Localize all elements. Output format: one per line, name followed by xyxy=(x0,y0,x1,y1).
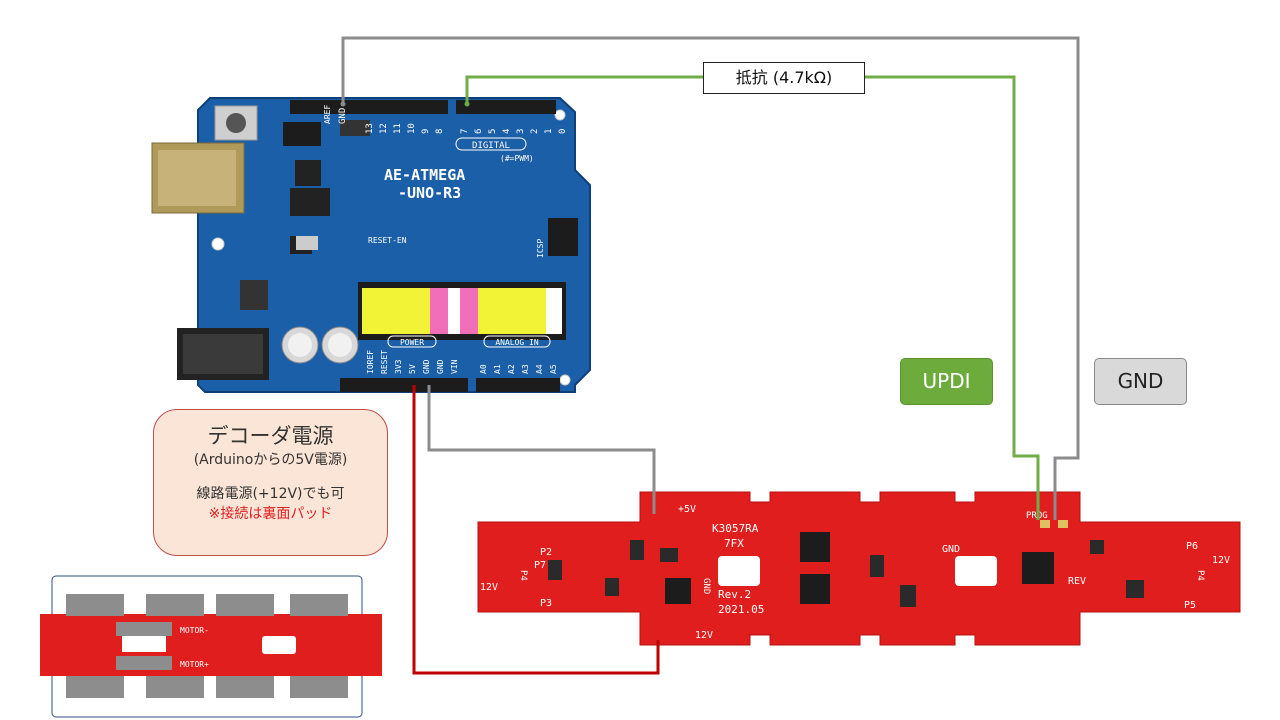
power-note-subtitle: (Arduinoからの5V電源) xyxy=(193,452,348,468)
pin-label-aref: AREF xyxy=(323,105,332,124)
decoder-p5-label: P5 xyxy=(1184,600,1196,611)
pin-label-a1: A1 xyxy=(493,364,502,374)
green-wire-updi xyxy=(465,75,1040,520)
gray-wire-gnd-to-decoder xyxy=(427,385,656,514)
pin-label-9: 9 xyxy=(421,129,431,134)
pin-label-10: 10 xyxy=(407,123,417,134)
pin-label-gnd-1: GND xyxy=(422,359,431,374)
decoder-p3-label: P3 xyxy=(540,598,552,609)
header-bottom-power xyxy=(340,378,468,392)
pin-label-0: 0 xyxy=(558,129,568,134)
pin-label-vin: VIN xyxy=(450,359,459,374)
arduino-board: GND AREF 13 12 11 10 9 8 7 6 5 4 3 2 1 0… xyxy=(151,97,591,393)
pin-label-6: 6 xyxy=(474,129,484,134)
red-wire-5v-power xyxy=(412,385,660,675)
decoder-model-label: K3057RA xyxy=(712,522,759,535)
power-note-line1: 線路電源(+12V)でも可 xyxy=(196,486,345,502)
decoder-gnd-label: GND xyxy=(942,544,960,555)
motor-plus-label: MOTOR+ xyxy=(180,660,209,669)
analog-in-label: ANALOG IN xyxy=(495,338,539,347)
power-note-warning: ※接続は裏面パッド xyxy=(208,506,333,522)
decoder-power-note: デコーダ電源 (Arduinoからの5V電源) 線路電源(+12V)でも可 ※接… xyxy=(153,409,388,556)
pin-label-7: 7 xyxy=(460,129,470,134)
decoder-p2-label: P2 xyxy=(540,547,552,558)
power-note-title: デコーダ電源 xyxy=(207,424,334,448)
pin-label-4: 4 xyxy=(502,129,512,134)
decoder-p4-right-label: P4 xyxy=(1195,570,1205,581)
bottom-pin-labels: IOREF RESET 3V3 5V GND GND VIN A0 A1 A2 … xyxy=(366,350,558,374)
digital-label: DIGITAL xyxy=(472,141,510,151)
decoder-p4-left-label: P4 xyxy=(518,570,528,581)
board-name-line1: AE-ATMEGA xyxy=(384,166,465,184)
pin-label-ioref: IOREF xyxy=(366,350,375,374)
decoder-date-label: 2021.05 xyxy=(718,603,764,616)
decoder-5v-label: +5V xyxy=(678,504,696,515)
resistor-label: 抵抗 (4.7kΩ) xyxy=(703,62,865,94)
pin-label-gnd-top: GND xyxy=(338,108,348,124)
board-name-line2: -UNO-R3 xyxy=(398,184,461,202)
pin-label-a0: A0 xyxy=(479,364,488,374)
pin-label-reset: RESET xyxy=(380,350,389,374)
pin-label-1: 1 xyxy=(544,129,554,134)
pin-label-5v: 5V xyxy=(408,364,417,374)
decoder-p7-label: P7 xyxy=(534,560,546,571)
pin-label-gnd-2: GND xyxy=(436,359,445,374)
pin-label-12: 12 xyxy=(379,123,389,134)
pwm-label: (#=PWM) xyxy=(500,154,534,163)
decoder-variant-label: 7FX xyxy=(724,537,744,550)
pin-label-a5: A5 xyxy=(549,364,558,374)
pin-label-11: 11 xyxy=(393,123,403,134)
decoder-rev-label: Rev.2 xyxy=(718,588,751,601)
decoder-rev-pad-label: REV xyxy=(1068,576,1086,587)
icsp-label: ICSP xyxy=(536,239,545,258)
pin-label-a2: A2 xyxy=(507,364,516,374)
header-top-left xyxy=(290,100,448,114)
top-pin-labels: 13 12 11 10 9 8 7 6 5 4 3 2 1 0 xyxy=(365,123,568,134)
motor-minus-label: MOTOR- xyxy=(180,626,209,635)
updi-label: UPDI xyxy=(900,358,993,405)
decoder-12v-right-label: 12V xyxy=(1212,555,1230,566)
pin-label-3: 3 xyxy=(516,129,526,134)
reset-en-label: RESET-EN xyxy=(368,236,407,245)
decoder-12v-left-label: 12V xyxy=(480,582,498,593)
header-top-right xyxy=(456,100,556,114)
decoder-gnd-label-left: GND xyxy=(701,578,711,594)
pin-label-a3: A3 xyxy=(521,364,530,374)
decoder-pcb: +5V K3057RA 7FX Rev.2 2021.05 GND 12V GN… xyxy=(477,491,1241,646)
pin-label-3v3: 3V3 xyxy=(394,359,403,374)
pin-label-2: 2 xyxy=(530,129,540,134)
back-pads-photo: MOTOR- MOTOR+ xyxy=(40,575,382,718)
icsp-header xyxy=(548,218,578,256)
gnd-label: GND xyxy=(1094,358,1187,405)
pin-label-13: 13 xyxy=(365,123,375,134)
decoder-12v-label: 12V xyxy=(695,630,713,641)
pin-label-8: 8 xyxy=(435,129,445,134)
gray-wire-gnd-to-prog xyxy=(341,36,1080,520)
power-label: POWER xyxy=(400,338,424,347)
pin-label-5: 5 xyxy=(488,129,498,134)
header-bottom-analog xyxy=(476,378,560,392)
decoder-p6-label: P6 xyxy=(1186,541,1198,552)
pin-label-a4: A4 xyxy=(535,364,544,374)
